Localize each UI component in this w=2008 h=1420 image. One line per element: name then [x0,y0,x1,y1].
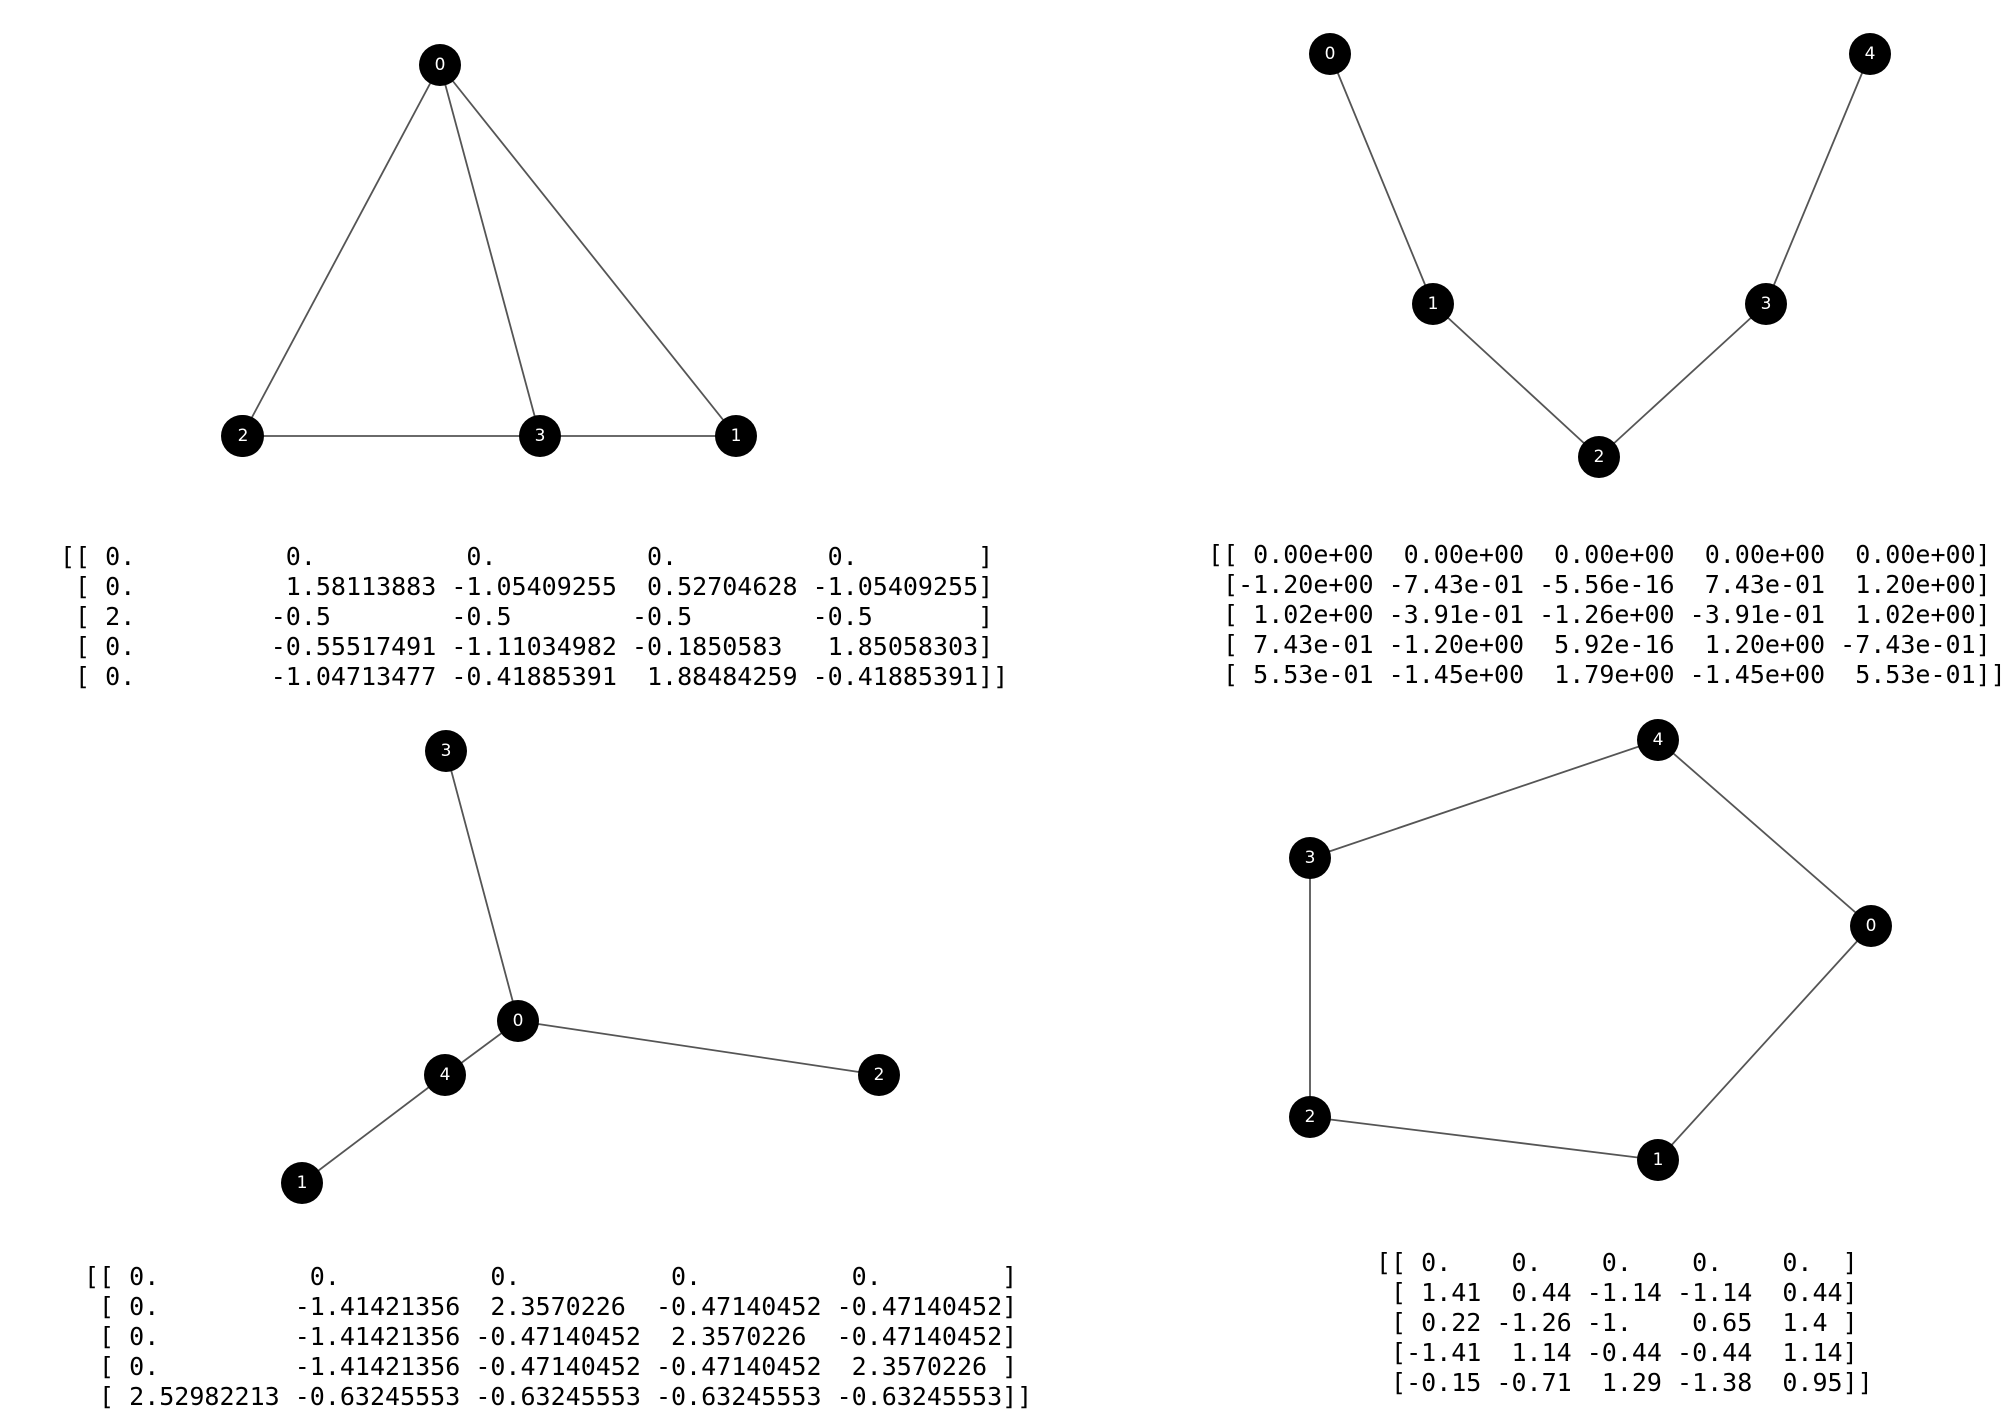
edge-bottom-left-0-2 [517,1020,880,1076]
edge-top-right-1-2 [1432,303,1600,458]
node-bottom-left-2: 2 [858,1054,900,1096]
node-circle [1309,33,1351,75]
node-label: 3 [1761,294,1772,314]
node-circle [858,1054,900,1096]
edge-bottom-left-4-1 [301,1074,446,1184]
node-circle [1745,283,1787,325]
node-label: 1 [1653,1150,1664,1170]
node-bottom-left-4: 4 [424,1054,466,1096]
node-bottom-right-1: 1 [1637,1139,1679,1181]
node-bottom-right-0: 0 [1850,905,1892,947]
matrix-bottom-right: [[ 0. 0. 0. 0. 0. ] [ 1.41 0.44 -1.14 -1… [1376,1248,1873,1397]
node-top-right-3: 3 [1745,283,1787,325]
edge-top-right-2-3 [1598,303,1767,458]
node-label: 2 [1594,447,1605,467]
node-circle [1578,436,1620,478]
node-label: 1 [1428,294,1439,314]
node-circle [1637,1139,1679,1181]
node-bottom-right-4: 4 [1637,719,1679,761]
node-top-left-1: 1 [715,415,757,457]
node-top-left-3: 3 [519,415,561,457]
node-circle [281,1162,323,1204]
node-label: 1 [731,426,742,446]
node-top-right-1: 1 [1412,283,1454,325]
node-circle [497,1000,539,1042]
edge-top-left-0-4 [241,64,441,437]
node-label: 0 [1325,44,1336,64]
node-label: 4 [1865,44,1876,64]
node-bottom-left-3: 3 [425,730,467,772]
matrix-bottom-left: [[ 0. 0. 0. 0. 0. ] [ 0. -1.41421356 2.3… [84,1262,1033,1411]
node-circle [715,415,757,457]
node-label: 2 [238,426,249,446]
node-circle [425,730,467,772]
node-top-right-4: 4 [1849,33,1891,75]
node-circle [1637,719,1679,761]
node-label: 0 [513,1011,524,1031]
node-top-left-0: 0 [419,44,461,86]
node-label: 0 [435,55,446,75]
matrix-top-right: [[ 0.00e+00 0.00e+00 0.00e+00 0.00e+00 0… [1208,540,2006,689]
edge-bottom-left-3-0 [445,750,519,1022]
node-label: 3 [535,426,546,446]
edge-top-left-0-3 [439,64,541,437]
node-label: 4 [440,1065,451,1085]
node-circle [419,44,461,86]
node-bottom-right-3: 3 [1289,837,1331,879]
node-circle [1289,837,1331,879]
edge-bottom-right-2-1 [1309,1116,1659,1161]
edge-top-right-3-4 [1765,53,1871,305]
nodes-layer: 01342041323042143021 [221,33,1892,1204]
edge-bottom-right-4-0 [1657,739,1872,927]
node-bottom-right-2: 2 [1289,1096,1331,1138]
node-bottom-left-0: 0 [497,1000,539,1042]
node-top-left-2: 2 [222,415,264,457]
matrix-top-left: [[ 0. 0. 0. 0. 0. ] [ 0. 1.58113883 -1.0… [60,542,1009,691]
node-circle [222,415,264,457]
node-label: 2 [874,1065,885,1085]
node-circle [1412,283,1454,325]
edge-bottom-right-1-0 [1657,925,1872,1161]
node-circle [1850,905,1892,947]
node-label: 0 [1866,916,1877,936]
node-top-right-0: 0 [1309,33,1351,75]
node-circle [1289,1096,1331,1138]
node-label: 3 [1305,848,1316,868]
node-circle [1849,33,1891,75]
edge-top-right-0-1 [1329,53,1434,305]
node-label: 2 [1305,1107,1316,1127]
node-circle [424,1054,466,1096]
node-label: 1 [297,1173,308,1193]
edge-bottom-right-4-3 [1309,739,1659,859]
node-label: 4 [1653,730,1664,750]
edges-layer [241,53,1872,1184]
node-bottom-left-1: 1 [281,1162,323,1204]
edge-top-left-0-1 [439,64,737,437]
node-label: 3 [441,741,452,761]
node-top-right-2: 2 [1578,436,1620,478]
node-circle [519,415,561,457]
